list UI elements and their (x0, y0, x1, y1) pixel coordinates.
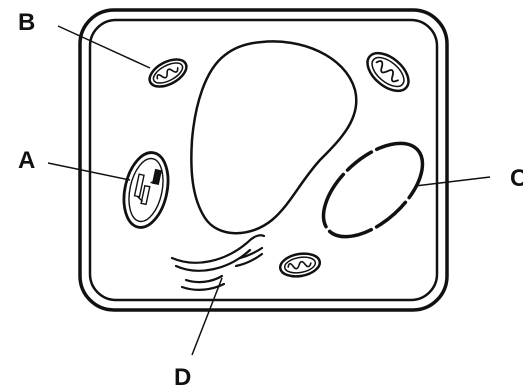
endoplasmic-reticulum-d (172, 235, 264, 290)
chloroplast-a (118, 148, 175, 231)
leader-line-b (58, 26, 150, 68)
vacuole (191, 41, 356, 233)
mitochondrion-b (145, 54, 191, 92)
mitochondrion-bottom (278, 251, 321, 280)
label-c: C (510, 165, 523, 192)
nucleus-c (307, 126, 439, 254)
label-b: B (18, 9, 35, 36)
label-a: A (18, 147, 35, 174)
thylakoid-stacks (133, 166, 161, 206)
label-d: D (174, 364, 191, 391)
cell-membrane (90, 20, 437, 300)
mitochondrion-top-right (361, 46, 416, 98)
cell-wall-outer (80, 10, 447, 310)
leader-line-c (415, 177, 490, 186)
